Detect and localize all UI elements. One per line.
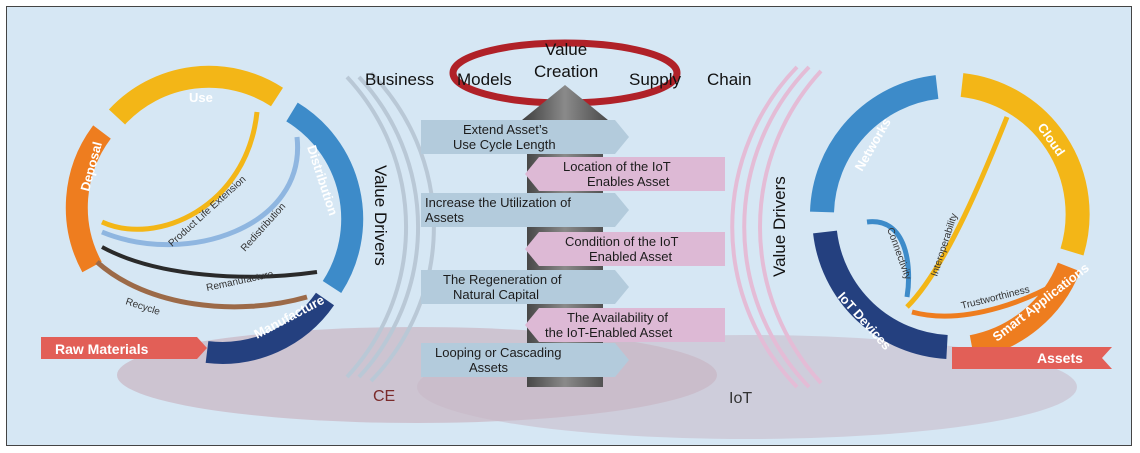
driver-5-line-2: Natural Capital	[453, 287, 539, 302]
right-value-driver-arc-1	[730, 65, 799, 389]
raw-materials-label: Raw Materials	[55, 341, 149, 357]
creation-label: Creation	[534, 62, 598, 81]
remanufacture-label: Remanufacture	[205, 269, 275, 294]
chain-label: Chain	[707, 70, 751, 89]
cloud-segment	[960, 73, 1090, 256]
driver-box-2	[525, 157, 725, 191]
iot-label: IoT	[729, 390, 752, 407]
driver-2-line-1: Location of the IoT	[563, 159, 671, 174]
deposal-segment	[65, 125, 111, 273]
right-value-driver-arc-2	[742, 65, 811, 389]
driver-7-line-2: Assets	[469, 360, 509, 375]
connectivity-flow	[866, 219, 912, 298]
left-value-driver-arc-1	[345, 75, 408, 379]
iot-cycle: Networks Cloud Smart Applications IoT De…	[810, 73, 1092, 359]
driver-box-4	[525, 232, 725, 266]
smart-apps-segment	[969, 262, 1081, 359]
right-value-drivers-label: Value Drivers	[770, 176, 789, 277]
business-label: Business	[365, 70, 434, 89]
driver-3-line-2: Assets	[425, 210, 465, 225]
iot-devices-segment	[813, 230, 948, 359]
driver-7-line-1: Looping or Cascading	[435, 345, 561, 360]
networks-segment	[810, 75, 939, 213]
supply-label: Supply	[629, 70, 681, 89]
interoperability-flow	[905, 116, 1010, 309]
driver-box-5	[421, 270, 629, 304]
ce-cycle: Use Distribution Manufacture Deposal Pro…	[65, 65, 364, 364]
driver-box-3	[421, 193, 629, 227]
right-value-driver-arc-3	[758, 69, 823, 385]
ce-iot-diagram: Use Distribution Manufacture Deposal Pro…	[41, 39, 1112, 439]
recycle-label: Recycle	[124, 296, 162, 318]
models-label: Models	[457, 70, 512, 89]
left-value-driver-arc-2	[357, 75, 420, 379]
manufacture-segment	[205, 292, 335, 364]
driver-2-line-2: Enables Asset	[587, 174, 670, 189]
redistribution-flow	[101, 136, 300, 247]
driver-1-line-2: Use Cycle Length	[453, 137, 556, 152]
driver-box-7	[421, 343, 629, 377]
trustworthiness-flow	[911, 274, 1069, 319]
driver-6-line-1: The Availability of	[567, 310, 668, 325]
distribution-segment	[286, 102, 364, 293]
interoperability-label: Interoperability	[929, 212, 960, 278]
assets-label: Assets	[1037, 350, 1083, 366]
use-segment	[108, 65, 283, 125]
driver-6-line-2: the IoT-Enabled Asset	[545, 325, 673, 340]
driver-5-line-1: The Regeneration of	[443, 272, 562, 287]
diagram-frame: Use Distribution Manufacture Deposal Pro…	[6, 6, 1132, 446]
product-life-extension-flow	[100, 111, 260, 232]
driver-box-1	[421, 120, 629, 154]
smart-applications-label: Smart Applications	[990, 260, 1092, 344]
raw-materials-arrow	[41, 337, 207, 359]
use-label: Use	[189, 90, 213, 105]
driver-box-6	[525, 308, 725, 342]
ce-label: CE	[373, 388, 395, 405]
recycle-flow	[95, 260, 308, 310]
left-value-drivers-label: Value Drivers	[371, 165, 390, 266]
value-label: Value	[545, 40, 587, 59]
driver-1-line-1: Extend Asset’s	[463, 122, 549, 137]
driver-4-line-2: Enabled Asset	[589, 249, 673, 264]
driver-4-line-1: Condition of the IoT	[565, 234, 679, 249]
assets-arrow	[952, 347, 1112, 369]
remanufacture-flow	[101, 245, 318, 279]
driver-3-line-1: Increase the Utilization of	[425, 195, 571, 210]
